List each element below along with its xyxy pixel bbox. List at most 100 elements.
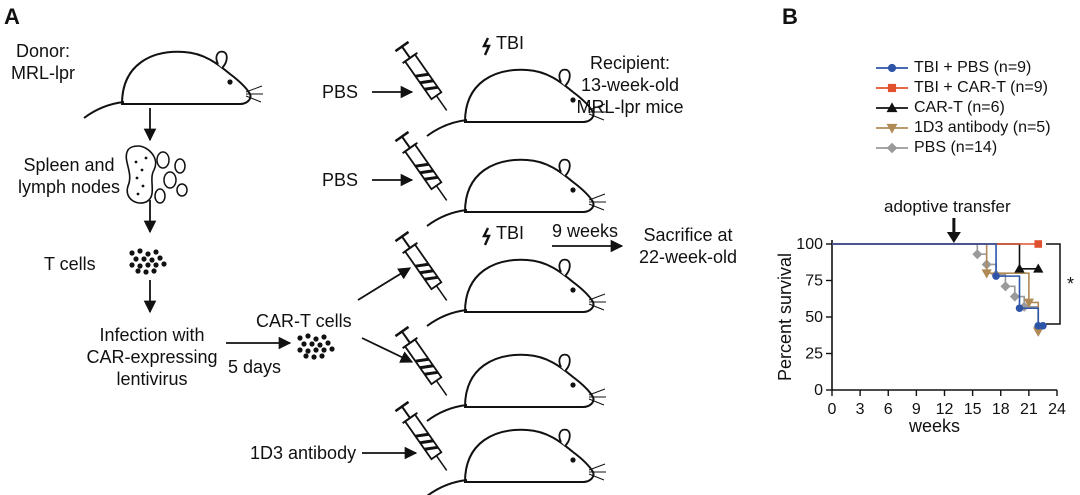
panel-a-label: A (4, 4, 20, 29)
significance-star: * (1067, 274, 1074, 294)
data-point (1023, 298, 1035, 308)
cell-dot (145, 251, 151, 257)
spleen-illustration (125, 145, 157, 204)
cell-dot (137, 248, 143, 254)
legend-label: TBI + CAR-T (n=9) (914, 79, 1048, 96)
series-2 (832, 243, 1044, 273)
syringe-1 (393, 39, 456, 118)
legend-label: TBI + PBS (n=9) (914, 59, 1032, 76)
tbi-label-1: TBI (496, 33, 525, 53)
tbi-label-2: TBI (496, 223, 525, 243)
y-tick-label: 50 (805, 309, 823, 326)
car-t-arrow-down (361, 337, 414, 363)
t-cells-dots (129, 248, 167, 275)
syringe-3 (393, 229, 456, 308)
cell-dot (149, 257, 155, 263)
legend-swatch (876, 142, 908, 154)
donor-label: Donor:MRL-lpr (10, 41, 75, 83)
cell-dot (137, 263, 143, 269)
legend-label: CAR-T (n=6) (914, 99, 1005, 116)
recipient-mouse-4 (426, 353, 607, 422)
x-tick-label: 3 (856, 401, 865, 418)
x-tick-label: 12 (936, 401, 954, 418)
x-tick-label: 0 (828, 401, 837, 418)
survival-curve (832, 243, 1039, 270)
legend-swatch (876, 123, 908, 134)
data-point (981, 269, 992, 279)
donor-mouse (83, 50, 264, 120)
series-4 (832, 243, 1044, 333)
cell-dot (143, 269, 149, 275)
legend-swatch (876, 63, 908, 73)
data-point (887, 83, 897, 93)
experiment-diagram (83, 36, 624, 495)
cell-dot (133, 256, 139, 262)
survival-curve (832, 243, 1043, 327)
cell-dot (297, 347, 303, 353)
y-axis-label: Percent survival (775, 253, 795, 381)
data-point (1034, 240, 1043, 248)
x-tick-label: 21 (1020, 401, 1038, 418)
lymph-node-illustration (154, 151, 188, 204)
cell-dot (145, 262, 151, 268)
x-tick-label: 9 (912, 401, 921, 418)
x-axis-label: weeks (908, 416, 960, 436)
cell-dot (329, 346, 335, 352)
series-3 (832, 243, 1044, 337)
data-point (886, 142, 898, 154)
data-point (1039, 321, 1047, 330)
cell-dot (303, 353, 309, 359)
data-point (1014, 263, 1025, 273)
x-tick-label: 24 (1048, 401, 1066, 418)
adoptive-transfer-arrowhead (946, 232, 961, 243)
pbs-label-1: PBS (322, 82, 359, 102)
x-tick-label: 15 (964, 401, 982, 418)
y-tick-label: 25 (805, 346, 823, 363)
data-point (992, 272, 1000, 280)
cell-dot (135, 268, 141, 274)
syringe-5 (393, 399, 456, 478)
cell-dot (319, 353, 325, 359)
cell-dot (309, 341, 315, 347)
significance-bracket (1046, 243, 1061, 325)
data-point (887, 63, 897, 73)
cell-dot (153, 249, 159, 255)
x-tick-label: 18 (992, 401, 1010, 418)
adoptive-transfer-label: adoptive transfer (884, 197, 1011, 216)
pbs-label-2: PBS (322, 170, 359, 190)
syringe-2 (393, 129, 456, 208)
x-tick-label: 6 (884, 401, 893, 418)
recipient-mouse-5 (426, 428, 607, 495)
five-days-label: 5 days (228, 357, 282, 377)
recipient-mouse-3 (426, 258, 607, 327)
car-t-arrow-up (357, 267, 412, 301)
cell-dot (305, 348, 311, 354)
data-point (886, 123, 898, 134)
panel-b-label: B (782, 4, 798, 29)
cell-dot (325, 340, 331, 346)
syringe-4 (393, 324, 456, 403)
data-point (1033, 263, 1044, 273)
y-tick-label: 75 (805, 273, 823, 290)
data-point (1009, 291, 1020, 302)
nine-weeks-label: 9 weeks (552, 221, 619, 241)
data-point (1015, 304, 1024, 313)
cell-dot (153, 262, 159, 268)
car-t-cells-dots (297, 333, 335, 360)
cell-dot (313, 336, 319, 342)
cell-dot (313, 347, 319, 353)
cell-dot (321, 334, 327, 340)
cell-dot (141, 256, 147, 262)
cell-dot (129, 262, 135, 268)
legend-label: PBS (n=14) (914, 139, 998, 156)
legend-label: 1D3 antibody (n=5) (914, 119, 1051, 136)
data-point (972, 249, 983, 260)
t-cells-label: T cells (44, 254, 96, 274)
cell-dot (301, 341, 307, 347)
tbi-bolt-icon (482, 36, 491, 57)
